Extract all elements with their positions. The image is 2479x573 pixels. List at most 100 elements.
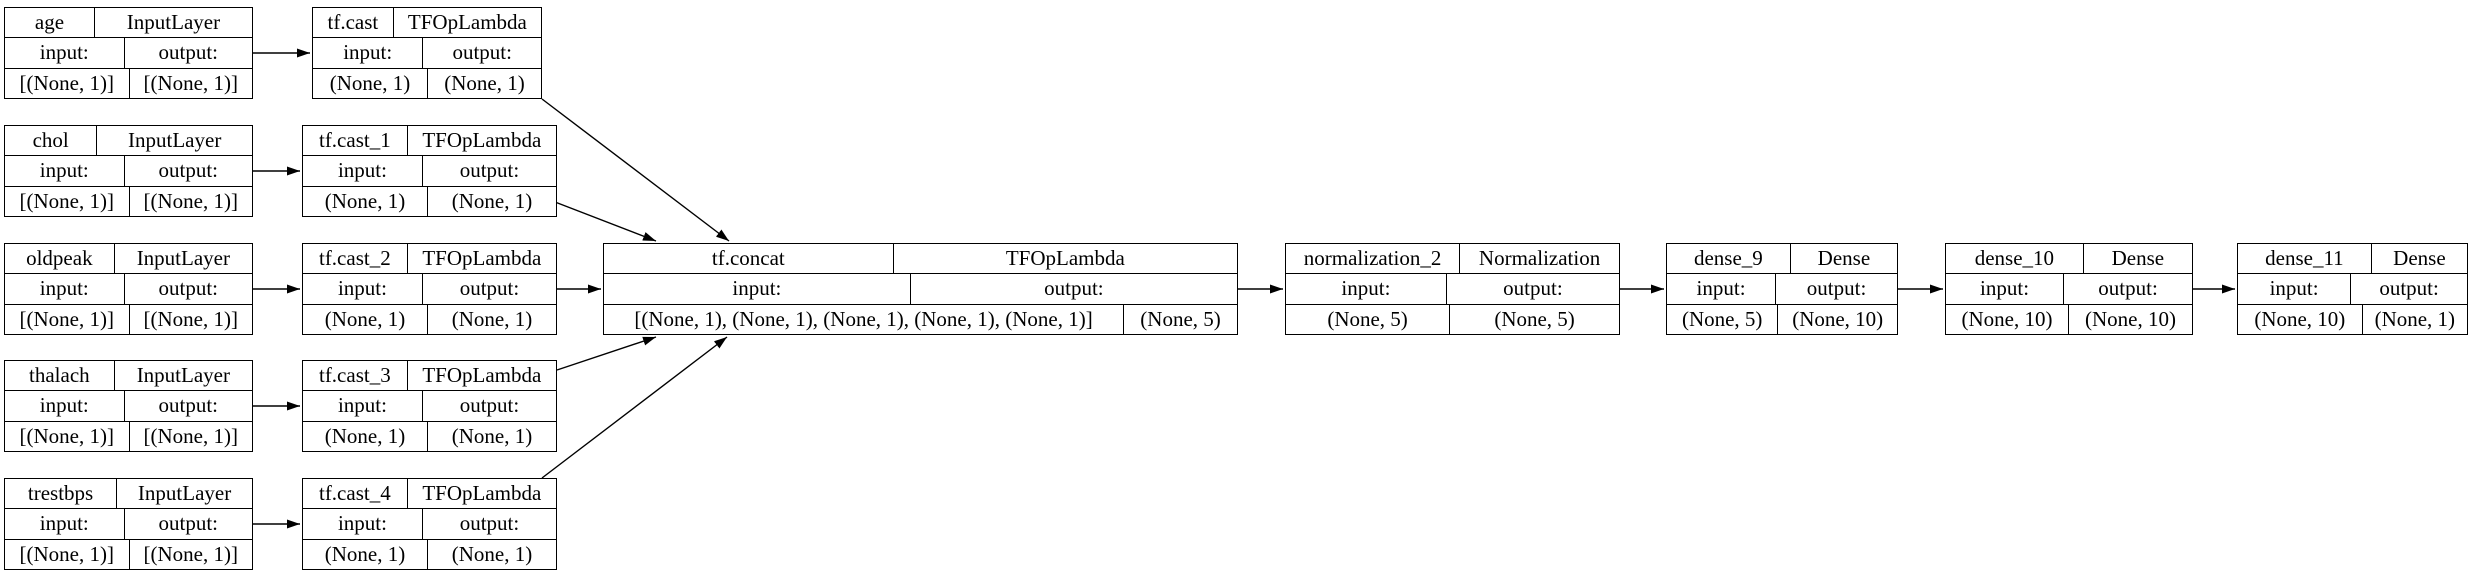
layer-name: tf.concat <box>711 246 785 271</box>
output-label: output: <box>909 274 1237 304</box>
output-shape: (None, 10) <box>2068 304 2192 334</box>
input-shape: [(None, 1)] <box>19 541 114 566</box>
node-tf-cast-2: tf.cast_2 TFOpLambda input: output: (Non… <box>302 243 557 335</box>
node-tf-cast-1: tf.cast_1 TFOpLambda input: output: (Non… <box>302 125 557 217</box>
input-label: input: <box>1341 276 1391 301</box>
layer-type: TFOpLambda <box>406 361 556 391</box>
layer-name: tf.cast_3 <box>318 363 391 388</box>
output-label: output: <box>421 509 556 539</box>
layer-type: InputLayer <box>116 479 252 509</box>
input-shape: (None, 1) <box>324 188 406 213</box>
input-shape: [(None, 1)] <box>19 306 114 331</box>
output-label: output: <box>421 391 556 421</box>
input-shape: (None, 1) <box>324 541 406 566</box>
layer-type: Dense <box>1789 244 1897 274</box>
node-oldpeak: oldpeak InputLayer input: output: [(None… <box>4 243 253 335</box>
input-label: input: <box>2269 276 2319 301</box>
input-label: input: <box>39 393 89 418</box>
layer-type: InputLayer <box>113 361 252 391</box>
node-tf-cast-3: tf.cast_3 TFOpLambda input: output: (Non… <box>302 360 557 452</box>
layer-type: TFOpLambda <box>392 8 541 38</box>
layer-type: TFOpLambda <box>406 479 556 509</box>
edge-tf-cast-4-to-tf-concat <box>541 336 728 479</box>
layer-name: age <box>34 10 65 35</box>
input-label: input: <box>39 511 89 536</box>
layer-name: dense_11 <box>2265 246 2344 271</box>
edge-tf-cast-1-to-tf-concat <box>554 201 657 242</box>
node-chol: chol InputLayer input: output: [(None, 1… <box>4 125 253 217</box>
node-tf-cast: tf.cast TFOpLambda input: output: (None,… <box>312 7 542 99</box>
input-label: input: <box>39 276 89 301</box>
layer-name: normalization_2 <box>1303 246 1442 271</box>
input-shape: (None, 5) <box>1681 306 1763 331</box>
output-label: output: <box>421 274 556 304</box>
output-label: output: <box>123 391 252 421</box>
output-shape: (None, 1) <box>427 68 541 98</box>
layer-name: trestbps <box>27 481 94 506</box>
output-shape: (None, 1) <box>426 186 556 216</box>
output-label: output: <box>123 274 252 304</box>
input-label: input: <box>343 40 393 65</box>
output-shape: (None, 1) <box>426 421 556 451</box>
layer-type: Dense <box>2370 244 2467 274</box>
output-label: output: <box>1445 274 1619 304</box>
layer-name: thalach <box>29 363 90 388</box>
edge-tf-cast-to-tf-concat <box>541 98 730 242</box>
input-label: input: <box>39 158 89 183</box>
input-shape: [(None, 1)] <box>19 188 114 213</box>
layer-type: TFOpLambda <box>406 126 556 156</box>
input-label: input: <box>337 276 387 301</box>
input-shape: [(None, 1)] <box>19 423 114 448</box>
output-shape: [(None, 1)] <box>128 539 253 569</box>
output-shape: (None, 5) <box>1123 304 1237 334</box>
node-dense-10: dense_10 Dense input: output: (None, 10)… <box>1945 243 2193 335</box>
output-label: output: <box>123 38 252 68</box>
output-shape: (None, 10) <box>1777 304 1897 334</box>
output-shape: (None, 1) <box>426 539 556 569</box>
input-shape: [(None, 1)] <box>19 70 114 95</box>
input-label: input: <box>1980 276 2030 301</box>
output-shape: [(None, 1)] <box>128 421 253 451</box>
output-label: output: <box>2350 274 2467 304</box>
output-shape: [(None, 1)] <box>128 304 253 334</box>
input-label: input: <box>732 276 782 301</box>
layer-type: InputLayer <box>96 126 252 156</box>
input-shape: (None, 1) <box>324 306 406 331</box>
output-shape: [(None, 1)] <box>128 68 253 98</box>
node-normalization-2: normalization_2 Normalization input: out… <box>1285 243 1620 335</box>
layer-name: dense_10 <box>1974 246 2055 271</box>
output-label: output: <box>1775 274 1897 304</box>
output-shape: (None, 5) <box>1449 304 1619 334</box>
layer-type: InputLayer <box>113 244 252 274</box>
node-thalach: thalach InputLayer input: output: [(None… <box>4 360 253 452</box>
input-label: input: <box>337 158 387 183</box>
layer-type: Dense <box>2082 244 2192 274</box>
input-shape: (None, 1) <box>324 423 406 448</box>
layer-type: TFOpLambda <box>892 244 1237 274</box>
node-dense-11: dense_11 Dense input: output: (None, 10)… <box>2237 243 2468 335</box>
output-label: output: <box>422 38 541 68</box>
input-label: input: <box>1696 276 1746 301</box>
node-age: age InputLayer input: output: [(None, 1)… <box>4 7 253 99</box>
output-shape: (None, 1) <box>426 304 556 334</box>
node-trestbps: trestbps InputLayer input: output: [(Non… <box>4 478 253 570</box>
edge-tf-cast-3-to-tf-concat <box>556 336 657 371</box>
output-shape: [(None, 1)] <box>128 186 253 216</box>
input-label: input: <box>337 393 387 418</box>
layer-name: tf.cast_1 <box>318 128 391 153</box>
layer-type: TFOpLambda <box>406 244 556 274</box>
input-label: input: <box>39 40 89 65</box>
input-shape: (None, 10) <box>1961 306 2053 331</box>
output-label: output: <box>123 156 252 186</box>
node-tf-concat: tf.concat TFOpLambda input: output: [(No… <box>603 243 1238 335</box>
layer-name: tf.cast <box>327 10 379 35</box>
node-tf-cast-4: tf.cast_4 TFOpLambda input: output: (Non… <box>302 478 557 570</box>
layer-name: oldpeak <box>26 246 93 271</box>
layer-name: chol <box>32 128 69 153</box>
node-dense-9: dense_9 Dense input: output: (None, 5) (… <box>1666 243 1898 335</box>
output-label: output: <box>123 509 252 539</box>
layer-type: InputLayer <box>93 8 252 38</box>
input-shape: [(None, 1), (None, 1), (None, 1), (None,… <box>634 306 1093 331</box>
layer-name: tf.cast_4 <box>318 481 391 506</box>
